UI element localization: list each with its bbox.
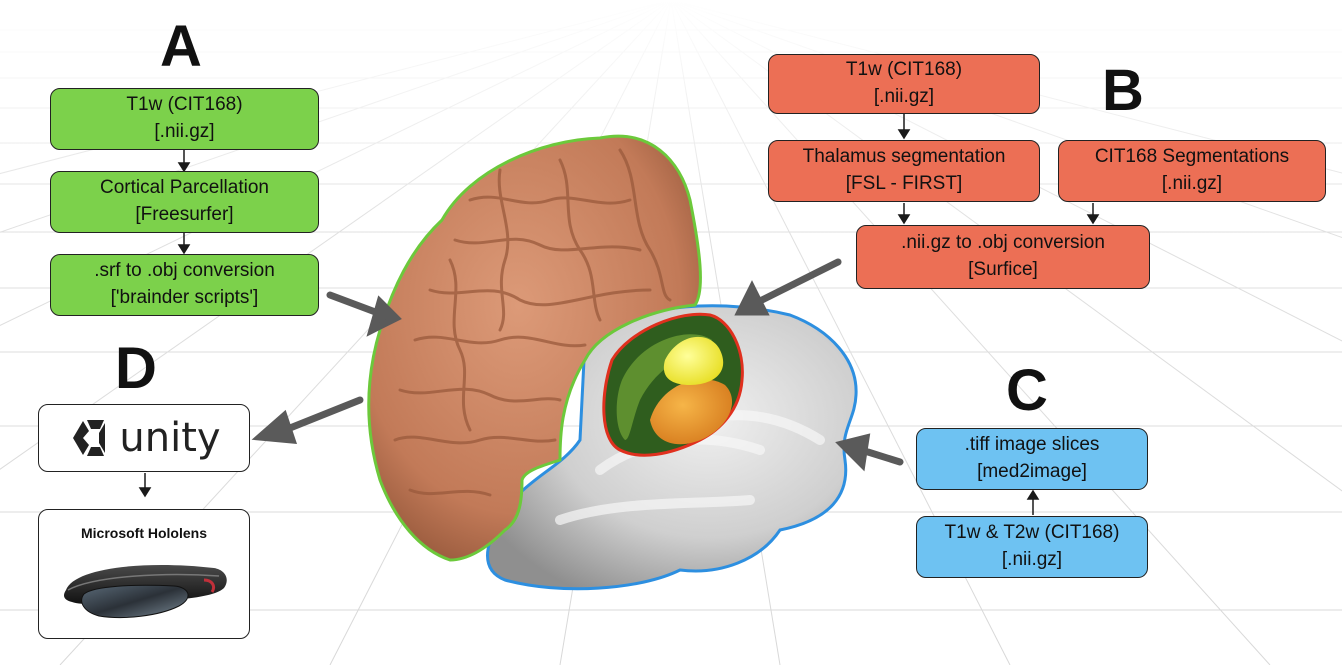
unity-logo-icon bbox=[67, 417, 109, 459]
panel-c-letter: C bbox=[1006, 362, 1048, 420]
panel-c-input-line2: [.nii.gz] bbox=[1002, 547, 1062, 574]
unity-label: unity bbox=[119, 410, 220, 467]
unity-logo-group: unity bbox=[67, 410, 220, 467]
panel-a-parcellation-line1: Cortical Parcellation bbox=[100, 175, 269, 202]
panel-b-thalamus-line2: [FSL - FIRST] bbox=[846, 171, 962, 198]
panel-b-thalamus-box: Thalamus segmentation [FSL - FIRST] bbox=[768, 140, 1040, 202]
panel-c-input-box: T1w & T2w (CIT168) [.nii.gz] bbox=[916, 516, 1148, 578]
panel-b-input-box: T1w (CIT168) [.nii.gz] bbox=[768, 54, 1040, 114]
panel-a-parcellation-line2: [Freesurfer] bbox=[135, 202, 233, 229]
hololens-label: Microsoft Hololens bbox=[39, 524, 249, 544]
panel-c-slices-line1: .tiff image slices bbox=[965, 432, 1100, 459]
hololens-box: Microsoft Hololens bbox=[38, 509, 250, 639]
panel-b-conversion-line2: [Surfice] bbox=[968, 257, 1038, 284]
panel-c-slices-box: .tiff image slices [med2image] bbox=[916, 428, 1148, 490]
panel-b-conversion-line1: .nii.gz to .obj conversion bbox=[901, 230, 1105, 257]
panel-b-input-line1: T1w (CIT168) bbox=[846, 57, 962, 84]
panel-c-input-line1: T1w & T2w (CIT168) bbox=[945, 520, 1120, 547]
panel-b-letter: B bbox=[1102, 62, 1144, 120]
panel-b-thalamus-line1: Thalamus segmentation bbox=[803, 144, 1006, 171]
panel-c-slices-line2: [med2image] bbox=[977, 459, 1087, 486]
panel-a-input-line1: T1w (CIT168) bbox=[126, 92, 242, 119]
hololens-headset-icon bbox=[54, 550, 234, 630]
unity-box: unity bbox=[38, 404, 250, 472]
panel-b-input-line2: [.nii.gz] bbox=[874, 84, 934, 111]
panel-b-cit168-box: CIT168 Segmentations [.nii.gz] bbox=[1058, 140, 1326, 202]
panel-a-letter: A bbox=[160, 18, 202, 76]
panel-d-letter: D bbox=[115, 340, 157, 398]
panel-b-cit168-line2: [.nii.gz] bbox=[1162, 171, 1222, 198]
panel-b-conversion-box: .nii.gz to .obj conversion [Surfice] bbox=[856, 225, 1150, 289]
panel-a-parcellation-box: Cortical Parcellation [Freesurfer] bbox=[50, 171, 319, 233]
panel-a-input-box: T1w (CIT168) [.nii.gz] bbox=[50, 88, 319, 150]
panel-a-input-line2: [.nii.gz] bbox=[154, 119, 214, 146]
panel-a-conversion-line1: .srf to .obj conversion bbox=[94, 258, 275, 285]
panel-a-conversion-box: .srf to .obj conversion ['brainder scrip… bbox=[50, 254, 319, 316]
panel-a-conversion-line2: ['brainder scripts'] bbox=[111, 285, 259, 312]
panel-b-cit168-line1: CIT168 Segmentations bbox=[1095, 144, 1289, 171]
